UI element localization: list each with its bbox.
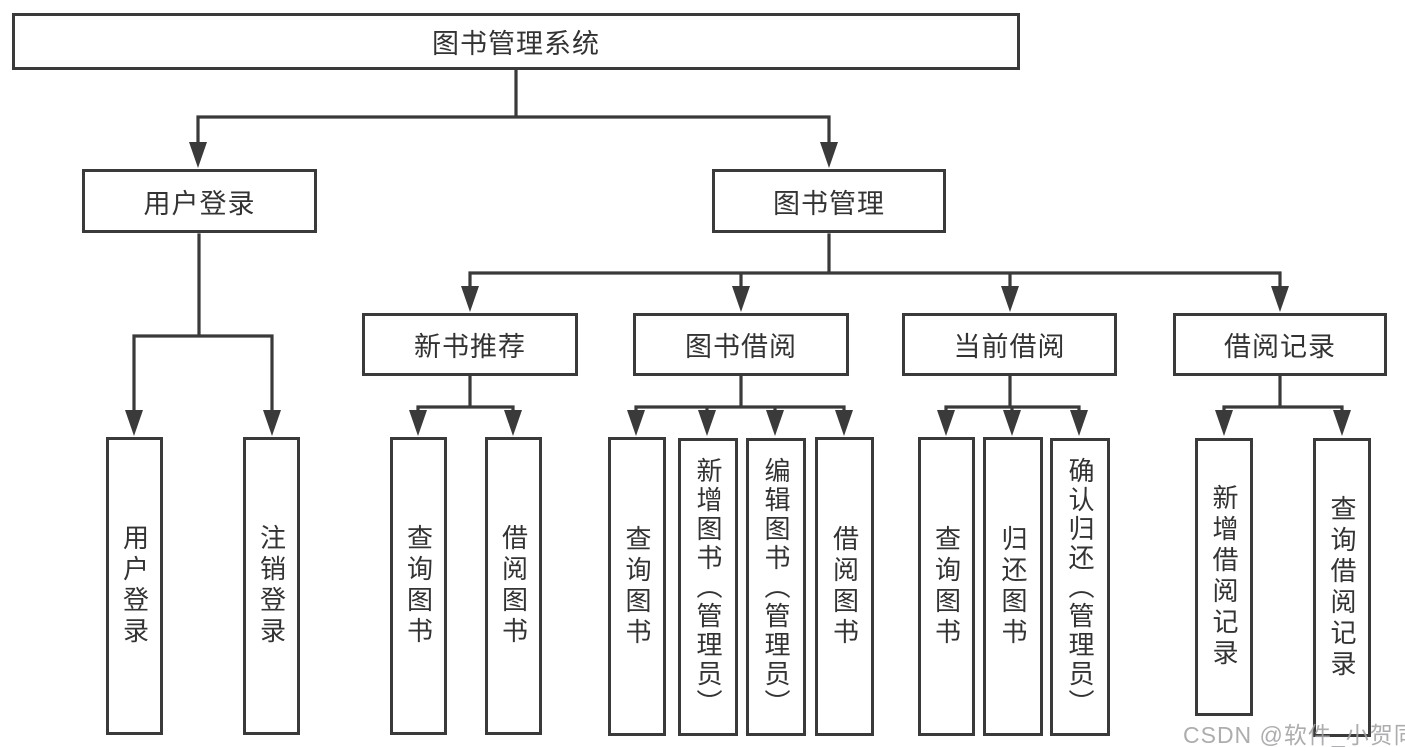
node-book-borrowing: 图书借阅 (633, 313, 849, 376)
node-root-library-system: 图书管理系统 (12, 13, 1020, 70)
node-current-borrowing: 当前借阅 (902, 313, 1117, 376)
leaf-add-book-admin: 新增图书（管理员） (678, 438, 738, 736)
node-new-book-recommend: 新书推荐 (362, 313, 578, 376)
leaf-return-book: 归还图书 (983, 437, 1043, 736)
leaf-edit-book-admin: 编辑图书（管理员） (746, 438, 806, 736)
csdn-watermark: CSDN @软件_小贺同学 (1183, 722, 1405, 747)
node-user-login-group: 用户登录 (82, 169, 317, 233)
leaf-borrow-books-recommend: 借阅图书 (485, 437, 542, 735)
leaf-logout: 注销登录 (243, 437, 300, 735)
leaf-confirm-return-admin: 确认归还（管理员） (1050, 438, 1110, 736)
leaf-query-books-current: 查询图书 (918, 437, 975, 736)
leaf-user-login: 用户登录 (106, 437, 163, 735)
leaf-query-books-recommend: 查询图书 (390, 437, 447, 735)
arrowheads (125, 142, 1351, 436)
leaf-borrow-books: 借阅图书 (815, 437, 874, 736)
leaf-query-borrow-record: 查询借阅记录 (1313, 438, 1371, 737)
leaf-query-books-borrow: 查询图书 (608, 437, 666, 736)
node-book-management: 图书管理 (712, 169, 946, 233)
node-borrowing-records: 借阅记录 (1173, 313, 1387, 376)
leaf-add-borrow-record: 新增借阅记录 (1195, 438, 1253, 716)
